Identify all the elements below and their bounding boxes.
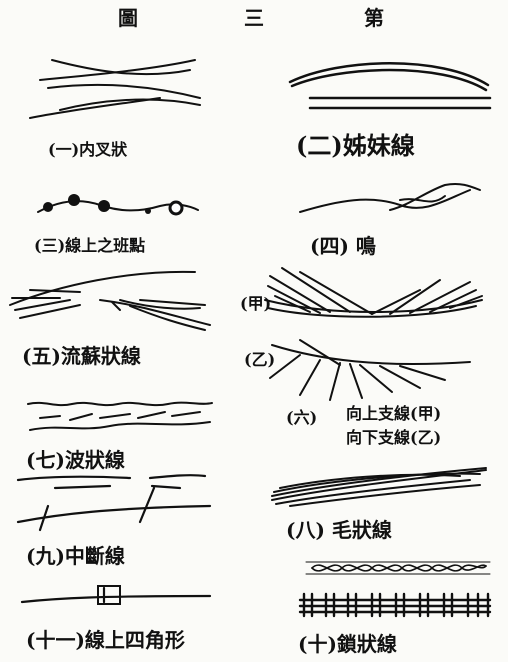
fig-6-line-1: 向上支線(甲) bbox=[346, 404, 442, 423]
fig-11-square bbox=[97, 585, 121, 605]
fig-6a-drawing bbox=[264, 267, 483, 318]
fig-9-label: (九)中斷線 bbox=[26, 544, 125, 568]
fig-4-label: (四) 鳴 bbox=[310, 234, 376, 258]
title-char-3: 第 bbox=[364, 6, 385, 30]
fig-3-dot bbox=[68, 194, 80, 206]
fig-4-drawing bbox=[299, 182, 481, 213]
fig-6a-label: (甲) bbox=[240, 294, 272, 313]
fig-11-label: (十一)線上四角形 bbox=[26, 628, 185, 652]
fig-2-label: (二)姊妹線 bbox=[296, 131, 415, 160]
fig-3-label: (三)線上之班點 bbox=[34, 236, 146, 255]
fig-9-drawing bbox=[16, 474, 212, 532]
fig-6-label: (六) bbox=[286, 408, 318, 427]
fig-8-drawing bbox=[271, 467, 487, 507]
fig-10-grid bbox=[298, 592, 492, 618]
fig-5-label: (五)流蘇狀線 bbox=[22, 344, 141, 368]
fig-3-dot bbox=[145, 208, 151, 214]
title-char-2: 三 bbox=[244, 6, 265, 30]
fig-11-drawing bbox=[20, 585, 212, 605]
fig-6b-label: (乙) bbox=[244, 350, 276, 369]
fig-3-dot bbox=[43, 202, 53, 212]
fig-1-drawing bbox=[29, 59, 201, 119]
fig-7-drawing bbox=[27, 401, 213, 431]
fig-8-label: (八) 毛狀線 bbox=[286, 518, 392, 542]
fig-6-line-2: 向下支線(乙) bbox=[346, 428, 442, 447]
fig-2-drawing bbox=[288, 62, 492, 110]
fig-3-dot bbox=[168, 200, 184, 216]
fig-3-drawing bbox=[37, 194, 199, 216]
fig-6b-drawing bbox=[269, 339, 471, 401]
fig-7-label: (七)波狀線 bbox=[26, 448, 125, 472]
fig-1-label: (一)内叉狀 bbox=[48, 140, 128, 159]
fig-10-drawing bbox=[305, 561, 491, 575]
fig-5-drawing bbox=[9, 270, 211, 331]
fig-10-label: (十)鎖狀線 bbox=[298, 632, 397, 656]
title-char-1: 圖 bbox=[118, 6, 139, 30]
fig-3-dot bbox=[98, 200, 110, 212]
